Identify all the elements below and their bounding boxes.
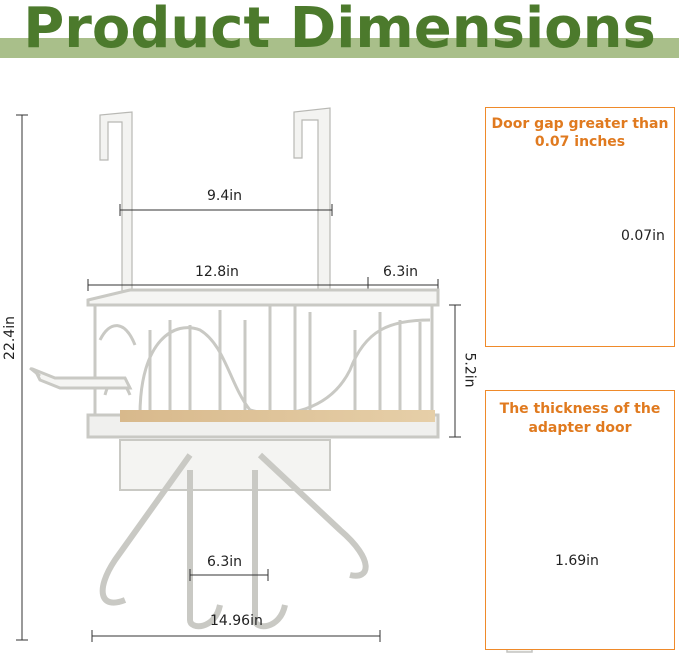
door-gap-title-line2: 0.07 inches <box>534 134 626 150</box>
dryer-holder <box>29 366 133 390</box>
page-title: Product Dimensions <box>23 0 656 61</box>
title-banner <box>0 38 679 58</box>
door-thickness-value: 1.69in <box>555 553 599 569</box>
base-width-label: 14.96in <box>210 613 263 629</box>
height-label: 22.4in <box>1 316 18 360</box>
inner-hooks-label: 6.3in <box>207 554 243 570</box>
lower-bracket <box>99 439 369 630</box>
door-gap-value: 0.07in <box>621 228 665 244</box>
wood-shelf <box>120 410 435 422</box>
basket-length-label: 12.8in <box>195 264 239 280</box>
hook-spacing-label: 9.4in <box>207 188 243 204</box>
door-hooks <box>99 107 331 301</box>
basket-height-label: 5.2in <box>461 352 478 388</box>
door-gap-title-line1: Door gap greater than <box>491 116 669 132</box>
door-thickness-panel: The thickness of the adapter door <box>485 390 675 650</box>
door-thickness-title-line1: The thickness of the <box>499 401 661 417</box>
door-thickness-title-line2: adapter door <box>528 420 632 436</box>
door-gap-panel: Door gap greater than 0.07 inches <box>485 107 675 347</box>
basket-depth-label: 6.3in <box>383 264 419 280</box>
